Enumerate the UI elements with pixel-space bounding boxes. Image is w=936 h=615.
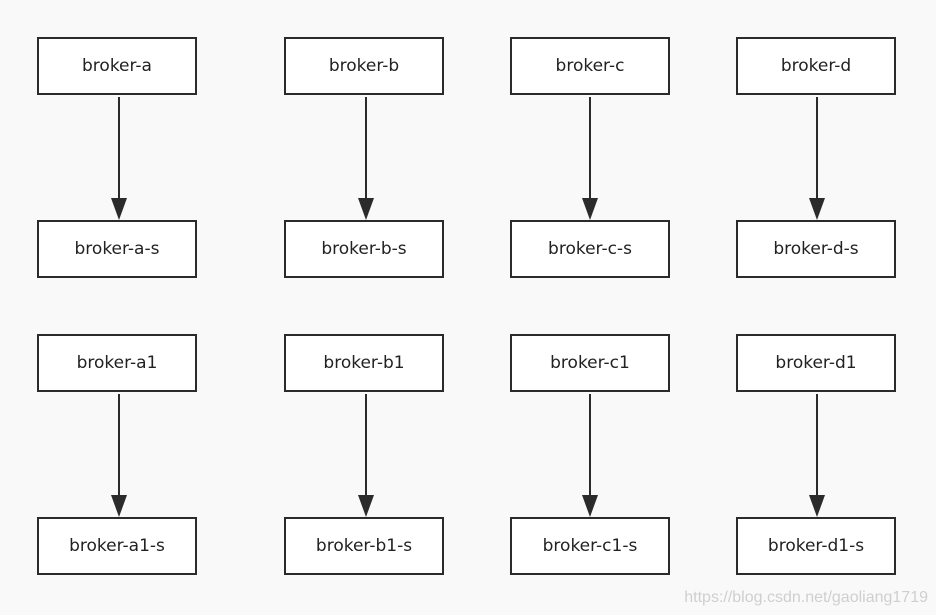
arrow-broker-d-to-broker-d-s xyxy=(807,97,827,220)
arrow-shaft xyxy=(365,394,367,498)
arrow-shaft xyxy=(118,97,120,201)
node-broker-b1-s: broker-b1-s xyxy=(284,517,444,575)
node-broker-c-s: broker-c-s xyxy=(510,220,670,278)
arrow-shaft xyxy=(118,394,120,498)
arrowhead-icon xyxy=(809,495,825,517)
node-broker-c1: broker-c1 xyxy=(510,334,670,392)
arrow-broker-c-to-broker-c-s xyxy=(580,97,600,220)
arrowhead-icon xyxy=(809,198,825,220)
arrowhead-icon xyxy=(582,495,598,517)
node-broker-c: broker-c xyxy=(510,37,670,95)
arrow-shaft xyxy=(589,97,591,201)
node-broker-a-s: broker-a-s xyxy=(37,220,197,278)
arrowhead-icon xyxy=(111,198,127,220)
node-broker-b1: broker-b1 xyxy=(284,334,444,392)
node-broker-d1: broker-d1 xyxy=(736,334,896,392)
arrow-shaft xyxy=(589,394,591,498)
node-broker-a1-s: broker-a1-s xyxy=(37,517,197,575)
arrow-shaft xyxy=(365,97,367,201)
arrow-broker-a-to-broker-a-s xyxy=(109,97,129,220)
arrow-broker-c1-to-broker-c1-s xyxy=(580,394,600,517)
arrow-shaft xyxy=(816,97,818,201)
arrowhead-icon xyxy=(358,495,374,517)
arrowhead-icon xyxy=(582,198,598,220)
arrow-broker-b1-to-broker-b1-s xyxy=(356,394,376,517)
node-broker-a1: broker-a1 xyxy=(37,334,197,392)
arrow-shaft xyxy=(816,394,818,498)
arrow-broker-d1-to-broker-d1-s xyxy=(807,394,827,517)
arrow-broker-b-to-broker-b-s xyxy=(356,97,376,220)
arrow-broker-a1-to-broker-a1-s xyxy=(109,394,129,517)
node-broker-c1-s: broker-c1-s xyxy=(510,517,670,575)
arrowhead-icon xyxy=(111,495,127,517)
node-broker-b-s: broker-b-s xyxy=(284,220,444,278)
node-broker-d: broker-d xyxy=(736,37,896,95)
arrowhead-icon xyxy=(358,198,374,220)
node-broker-a: broker-a xyxy=(37,37,197,95)
node-broker-d1-s: broker-d1-s xyxy=(736,517,896,575)
node-broker-d-s: broker-d-s xyxy=(736,220,896,278)
watermark-url: https://blog.csdn.net/gaoliang1719 xyxy=(684,589,928,606)
node-broker-b: broker-b xyxy=(284,37,444,95)
